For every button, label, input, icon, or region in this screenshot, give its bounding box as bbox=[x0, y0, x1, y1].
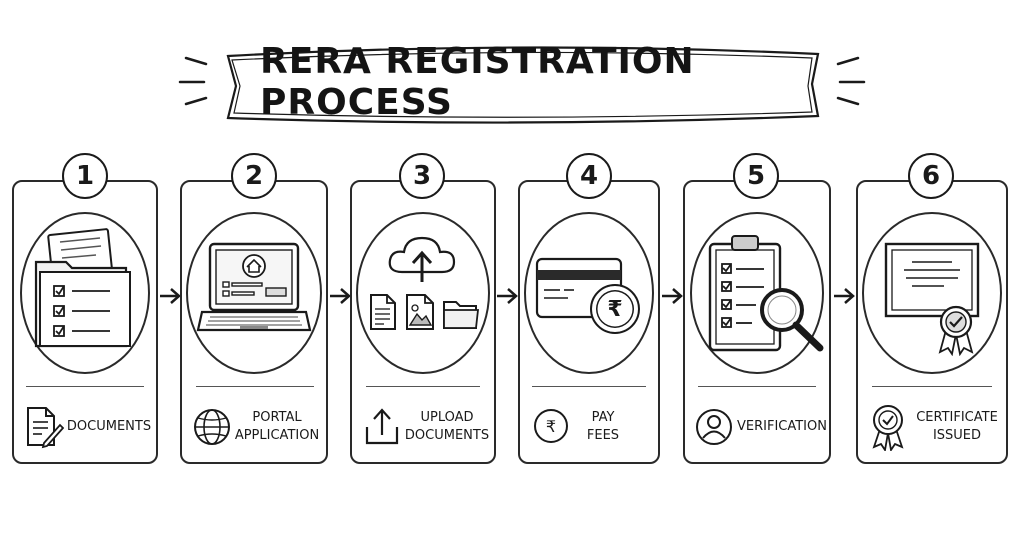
step-number-2: 2 bbox=[231, 153, 277, 199]
step-divider-4 bbox=[532, 386, 646, 387]
award-badge-icon bbox=[872, 405, 904, 451]
folder-icon bbox=[443, 301, 480, 329]
step-label-4-line1: PAY bbox=[591, 410, 615, 425]
step-label-4: PAY FEES bbox=[578, 404, 628, 450]
file-icon bbox=[370, 294, 396, 330]
user-icon bbox=[696, 409, 732, 445]
arrow-icon bbox=[834, 288, 855, 304]
step-label-6-line1: CERTIFICATE bbox=[916, 410, 998, 425]
globe-icon bbox=[194, 409, 230, 445]
step-label-5: VERIFICATION bbox=[736, 404, 828, 450]
page-title: RERA REGISTRATION PROCESS bbox=[260, 41, 695, 123]
banner-accent-right bbox=[836, 56, 866, 106]
step-label-5-line1: VERIFICATION bbox=[737, 419, 827, 434]
award-ribbon-icon bbox=[938, 305, 974, 356]
certificate-icon bbox=[884, 242, 980, 318]
arrow-icon bbox=[330, 288, 351, 304]
step-label-2-line2: APPLICATION bbox=[234, 428, 320, 443]
step-label-2: PORTAL APPLICATION bbox=[232, 404, 322, 450]
step-divider-1 bbox=[26, 386, 144, 387]
upload-tray-icon bbox=[365, 408, 399, 445]
step-label-3-line1: UPLOAD bbox=[420, 410, 474, 425]
rupee-icon: ₹ bbox=[534, 409, 568, 443]
step-divider-3 bbox=[366, 386, 480, 387]
step-label-3: UPLOAD DOCUMENTS bbox=[402, 404, 492, 450]
step-label-6-line2: ISSUED bbox=[932, 428, 982, 443]
step-label-2-line1: PORTAL bbox=[252, 410, 302, 425]
step-number-3: 3 bbox=[399, 153, 445, 199]
step-label-6: CERTIFICATE ISSUED bbox=[910, 404, 1004, 450]
step-number-5: 5 bbox=[733, 153, 779, 199]
step-label-1-line1: DOCUMENTS bbox=[66, 419, 152, 434]
banner-accent-left bbox=[178, 56, 208, 106]
cloud-upload-icon bbox=[388, 236, 456, 282]
laptop-home-icon bbox=[196, 242, 312, 332]
step-divider-6 bbox=[872, 386, 992, 387]
step-number-4: 4 bbox=[566, 153, 612, 199]
rupee-icon-symbol: ₹ bbox=[545, 416, 557, 436]
title-banner bbox=[178, 46, 866, 124]
step-number-6: 6 bbox=[908, 153, 954, 199]
step-divider-5 bbox=[698, 386, 816, 387]
step-label-3-line2: DOCUMENTS bbox=[404, 428, 490, 443]
step-divider-2 bbox=[196, 386, 314, 387]
arrow-icon bbox=[662, 288, 683, 304]
image-file-icon bbox=[406, 294, 434, 330]
folder-checklist-icon bbox=[34, 228, 131, 348]
step-number-1: 1 bbox=[62, 153, 108, 199]
document-pen-icon bbox=[27, 407, 64, 449]
step-label-4-line2: FEES bbox=[586, 428, 620, 443]
arrow-icon bbox=[497, 288, 518, 304]
rupee-coin-symbol: ₹ bbox=[607, 296, 623, 322]
rupee-coin-icon: ₹ bbox=[590, 284, 640, 334]
step-label-1: DOCUMENTS bbox=[66, 404, 152, 450]
arrow-icon bbox=[160, 288, 181, 304]
magnifier-icon bbox=[760, 288, 824, 352]
